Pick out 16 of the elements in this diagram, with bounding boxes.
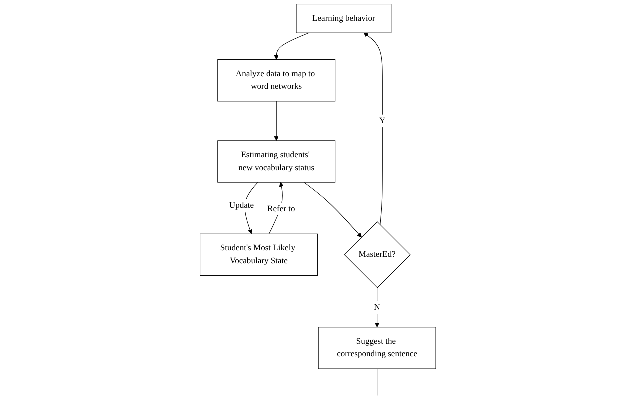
arrow [274,101,280,142]
node-box: Estimating students' new vocabulary status [218,140,336,183]
node-box: Suggest the corresponding sentence [318,327,437,370]
arrow [364,32,384,226]
node-diamond: MasterEd? [344,222,412,288]
node-box: Learning behavior [296,4,392,34]
arrow [274,32,310,60]
connector [377,368,378,396]
edge-label: N [374,302,381,312]
edge-label: Y [380,116,386,126]
node-box: Student's Most Likely Vocabulary State [200,234,318,276]
edge-label: Refer to [268,204,296,214]
edge-label: Update [230,200,254,210]
arrow [304,182,362,238]
arrow [375,288,380,328]
node-box: Analyze data to map to word networks [218,60,336,102]
